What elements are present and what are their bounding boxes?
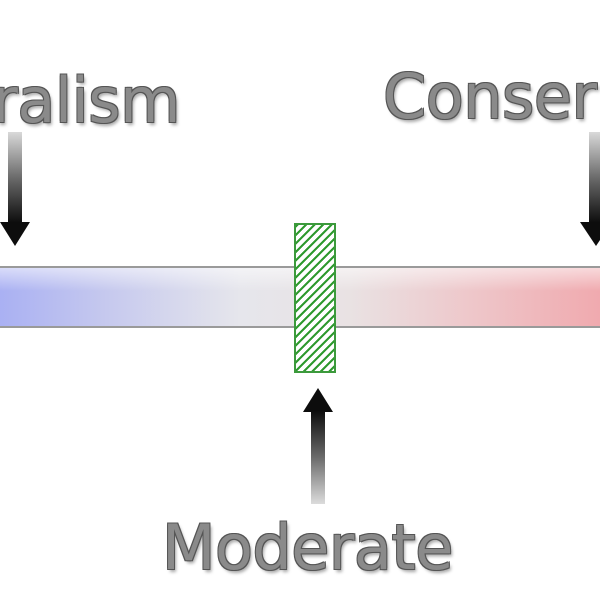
liberalism-label: ralism: [0, 64, 180, 137]
moderate-marker: [294, 223, 336, 373]
moderate-arrow-up-icon: [303, 388, 333, 504]
liberalism-arrow-down-icon: [0, 132, 30, 246]
conservatism-arrow-down-icon: [580, 132, 600, 246]
moderate-label: Moderate: [162, 511, 453, 584]
conservatism-label: Conser: [383, 60, 597, 133]
